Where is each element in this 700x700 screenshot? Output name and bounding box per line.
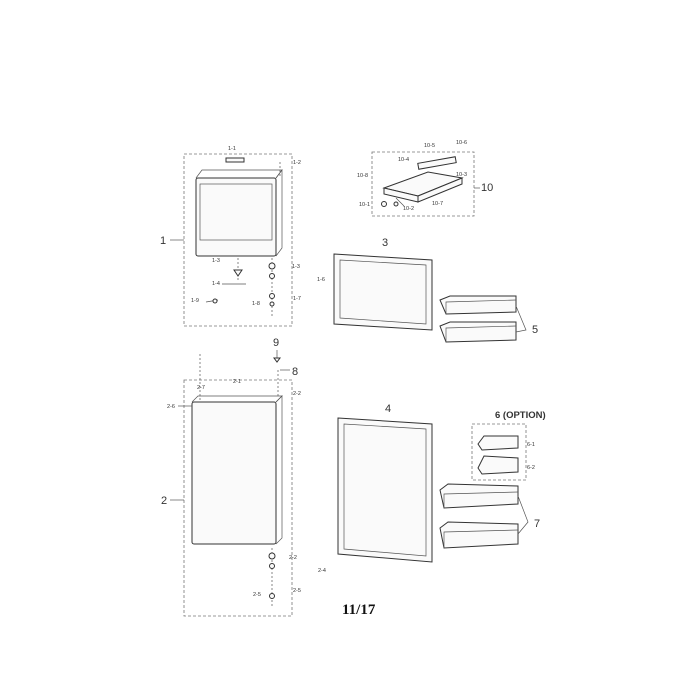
- label-2-1: 2-1: [233, 379, 241, 385]
- label-1-3b: 1-3: [292, 264, 300, 270]
- upper-door: [195, 168, 283, 257]
- label-2-4: 2-4: [318, 568, 326, 574]
- label-1-3a: 1-3: [212, 258, 220, 264]
- page-number: 11/17: [342, 602, 376, 618]
- lower-door-guards: [439, 483, 519, 549]
- label-1-2: 1-2: [293, 160, 301, 166]
- label-2-2b: 2-2: [289, 555, 297, 561]
- upper-door-guards: [439, 295, 517, 343]
- label-1-7: 1-7: [293, 296, 301, 302]
- label-10-3: 10-3: [456, 172, 467, 178]
- door-cap-1-1: [225, 157, 245, 163]
- label-7: 7: [534, 518, 540, 530]
- label-9: 9: [273, 337, 279, 349]
- label-10-6: 10-6: [456, 140, 467, 146]
- upper-door-group: [183, 153, 293, 327]
- label-4: 4: [385, 403, 391, 415]
- label-10: 10: [481, 182, 493, 194]
- dispenser-group: [371, 151, 475, 217]
- label-5: 5: [532, 324, 538, 336]
- label-10-2: 10-2: [403, 206, 414, 212]
- label-1-4: 1-4: [212, 281, 220, 287]
- lower-door: [191, 395, 283, 545]
- label-6-1: 6-1: [527, 442, 535, 448]
- label-2-5b: 2-5: [253, 592, 261, 598]
- label-2-5a: 2-5: [293, 588, 301, 594]
- label-1: 1: [160, 235, 166, 247]
- label-10-8: 10-8: [357, 173, 368, 179]
- label-6-2: 6-2: [527, 465, 535, 471]
- lower-gasket: [337, 417, 433, 563]
- lower-door-group: [178, 354, 293, 617]
- label-6-option: 6 (OPTION): [495, 410, 546, 421]
- option-guards: [471, 423, 527, 481]
- upper-gasket: [333, 253, 433, 331]
- label-1-8: 1-8: [252, 301, 260, 307]
- label-8: 8: [292, 366, 298, 378]
- label-3: 3: [382, 237, 388, 249]
- label-10-1: 10-1: [359, 202, 370, 208]
- label-1-9: 1-9: [191, 298, 199, 304]
- label-2: 2: [161, 495, 167, 507]
- label-10-7: 10-7: [432, 201, 443, 207]
- label-10-4: 10-4: [398, 157, 409, 163]
- label-1-6: 1-6: [317, 277, 325, 283]
- upper-hinge-hardware: [205, 162, 281, 318]
- label-2-7: 2-7: [197, 385, 205, 391]
- label-2-6: 2-6: [167, 404, 175, 410]
- label-1-1: 1-1: [228, 146, 236, 152]
- label-2-2a: 2-2: [293, 391, 301, 397]
- label-10-5: 10-5: [424, 143, 435, 149]
